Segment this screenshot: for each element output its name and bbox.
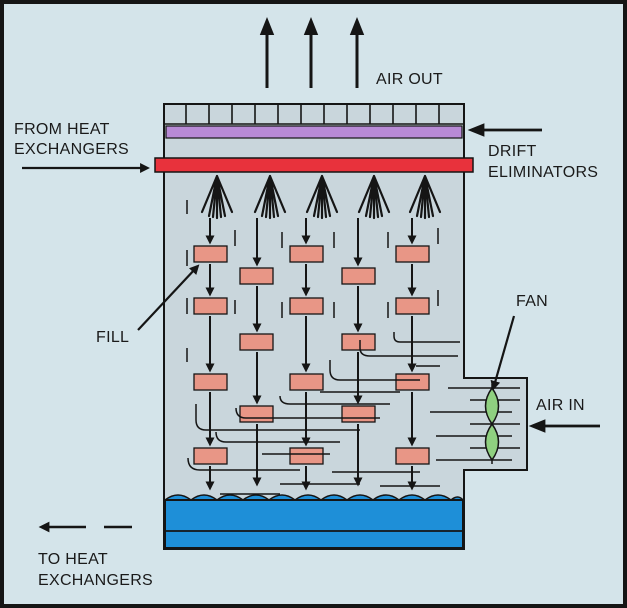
distribution-pipe	[154, 157, 474, 173]
drift-eliminators-label-2: ELIMINATORS	[488, 164, 598, 181]
spray-nozzle-icon	[305, 174, 339, 220]
air-out-label: AIR OUT	[376, 71, 443, 88]
drift-eliminators	[165, 125, 463, 139]
from-heat-exchangers-label-1: FROM HEAT	[14, 121, 110, 138]
air-flow-lines	[187, 332, 520, 495]
to-heat-exchangers-label-1: TO HEAT	[38, 551, 108, 568]
spray-nozzle-icon	[253, 174, 287, 220]
from-heat-exchangers-label-2: EXCHANGERS	[14, 141, 129, 158]
fill-blocks	[193, 245, 430, 465]
fan-pointer-arrow	[490, 315, 516, 391]
air-in-label: AIR IN	[536, 397, 585, 414]
air-out-arrows	[259, 17, 365, 88]
fan-label: FAN	[516, 293, 548, 310]
to-heat-exchangers-label-2: EXCHANGERS	[38, 572, 153, 589]
fill-label: FILL	[96, 329, 129, 346]
drift-eliminators-label-1: DRIFT	[488, 143, 537, 160]
wall-drips	[186, 200, 439, 362]
fill-pointer-arrow	[137, 264, 200, 331]
water-basin	[164, 494, 464, 549]
spray-nozzle-icon	[408, 174, 442, 220]
top-louvers	[164, 104, 464, 125]
propeller-icon	[484, 384, 500, 464]
spray-nozzle-icon	[357, 174, 391, 220]
spray-nozzles	[200, 174, 442, 220]
spray-nozzle-icon	[200, 174, 234, 220]
